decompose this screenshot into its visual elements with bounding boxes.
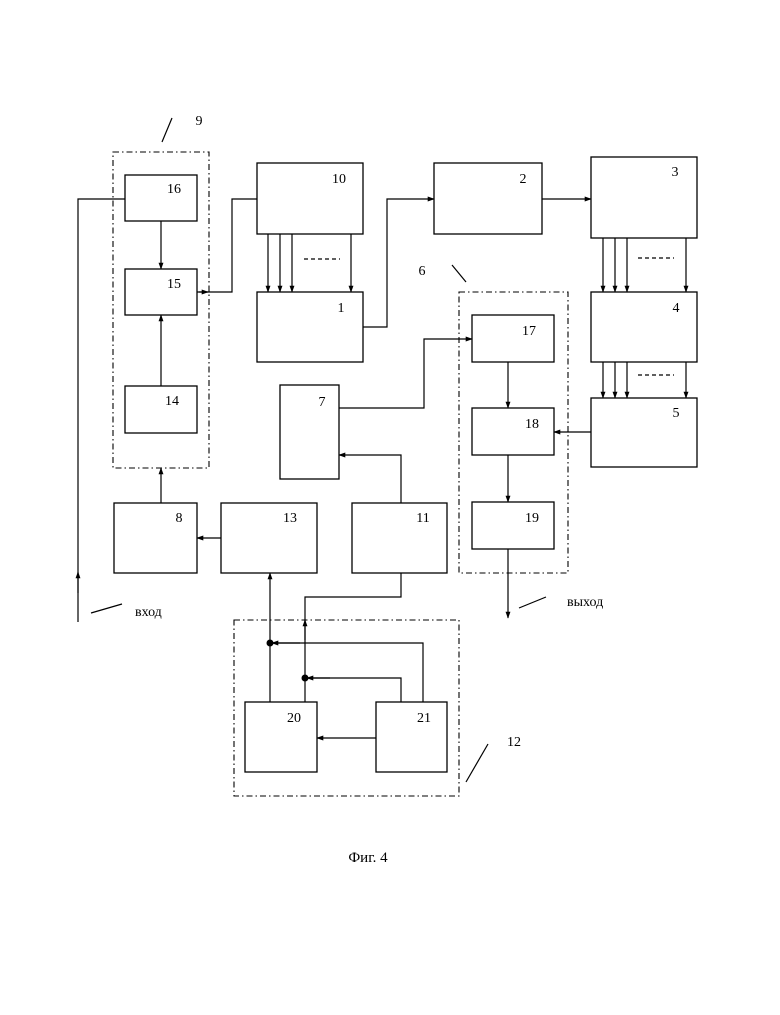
- input-label: вход: [135, 605, 162, 620]
- label-21: 21: [417, 711, 431, 726]
- block-1: [257, 292, 363, 362]
- block-19: [472, 502, 554, 549]
- label-14: 14: [165, 394, 179, 409]
- block-7: [280, 385, 339, 479]
- line-15-to-10: [197, 199, 257, 292]
- junction-dot-b: [302, 675, 309, 682]
- leader-12: [466, 744, 488, 782]
- figure-caption: Фиг. 4: [348, 850, 388, 866]
- label-2: 2: [520, 172, 527, 187]
- label-20: 20: [287, 711, 301, 726]
- block-21: [376, 702, 447, 772]
- group-label-6: 6: [419, 264, 426, 279]
- leader-input: [91, 604, 122, 613]
- label-5: 5: [673, 406, 680, 421]
- group-label-9: 9: [196, 114, 203, 129]
- line-21-to-11-junction: [305, 678, 401, 702]
- block-5: [591, 398, 697, 467]
- label-16: 16: [167, 182, 181, 197]
- group-label-12: 12: [507, 735, 521, 750]
- output-label: выход: [567, 595, 603, 610]
- leader-output: [519, 597, 546, 608]
- label-19: 19: [525, 511, 539, 526]
- block-20: [245, 702, 317, 772]
- leader-6: [452, 265, 466, 282]
- block-15: [125, 269, 197, 315]
- arrow-1-to-2: [363, 199, 434, 327]
- label-7: 7: [319, 395, 326, 410]
- label-11: 11: [416, 511, 429, 526]
- block-11: [352, 503, 447, 573]
- block-17: [472, 315, 554, 362]
- arrow-11-to-7: [339, 455, 401, 503]
- block-13: [221, 503, 317, 573]
- block-3: [591, 157, 697, 238]
- block-10: [257, 163, 363, 234]
- label-4: 4: [673, 301, 680, 316]
- label-8: 8: [176, 511, 183, 526]
- block-16: [125, 175, 197, 221]
- block-18: [472, 408, 554, 455]
- label-15: 15: [167, 277, 181, 292]
- leader-9: [162, 118, 172, 142]
- block-14: [125, 386, 197, 433]
- line-20-to-11: [305, 573, 401, 702]
- block-8: [114, 503, 197, 573]
- label-3: 3: [672, 165, 679, 180]
- label-10: 10: [332, 172, 346, 187]
- label-1: 1: [338, 301, 345, 316]
- junction-dot-a: [267, 640, 274, 647]
- block-4: [591, 292, 697, 362]
- label-13: 13: [283, 511, 297, 526]
- label-18: 18: [525, 417, 539, 432]
- line-21-to-13-junction: [270, 643, 423, 702]
- label-17: 17: [522, 324, 536, 339]
